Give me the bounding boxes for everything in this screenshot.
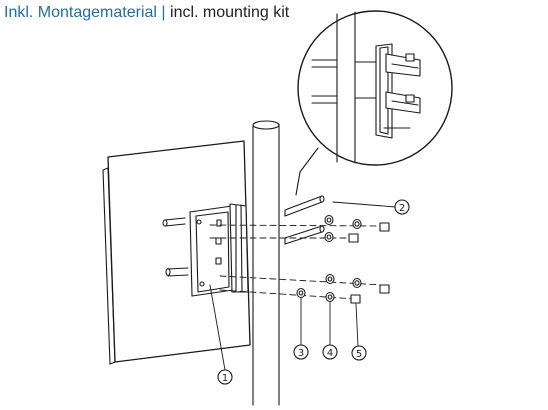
hardware-upper-row: [324, 214, 390, 243]
zoom-leader-line: [295, 147, 319, 196]
title-german: Inkl. Montagematerial: [4, 4, 157, 21]
mounting-pole: [252, 120, 280, 406]
callout-3-label: 3: [298, 348, 304, 359]
mirror-panel: [102, 140, 251, 365]
title-english: incl. mounting kit: [170, 4, 290, 21]
hardware-lower-row: [296, 273, 390, 304]
threaded-rods: [284, 195, 325, 245]
callout-2: 2: [394, 199, 410, 215]
callout-1-label: 1: [222, 373, 228, 384]
page-title: Inkl. Montagematerial | incl. mounting k…: [4, 3, 289, 23]
callout-leaders: [209, 201, 397, 371]
callout-4: 4: [322, 344, 338, 360]
callout-1: 1: [217, 369, 233, 385]
callout-4-label: 4: [327, 348, 333, 359]
callout-5-label: 5: [356, 349, 362, 360]
detail-zoom-circle: [297, 10, 453, 166]
bracket-assembly: [189, 203, 249, 297]
callout-3: 3: [293, 344, 309, 360]
callout-2-label: 2: [399, 203, 405, 214]
callout-5: 5: [351, 345, 367, 361]
title-separator: |: [161, 4, 166, 21]
